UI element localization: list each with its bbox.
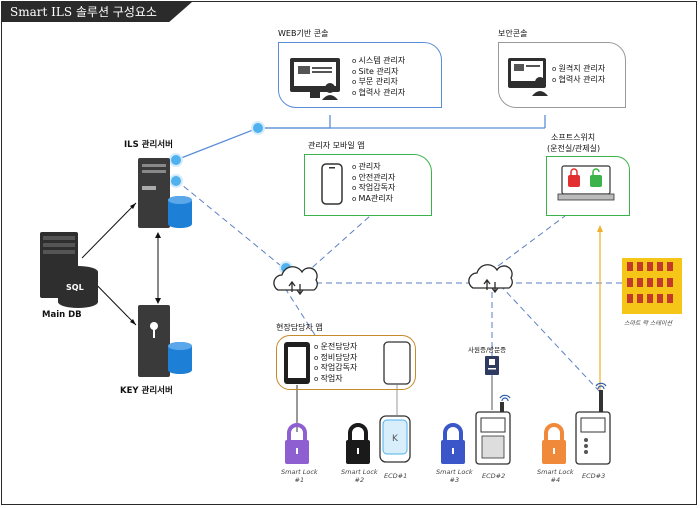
- ils-server-icon: [138, 158, 192, 228]
- ecd1-label: ECD#1: [384, 472, 408, 480]
- mobile-app-box: [304, 154, 432, 216]
- field-app-box: [276, 335, 416, 390]
- security-console-list: 원격지 관리자 협력사 관리자: [552, 64, 606, 86]
- field-app-item: 작업감독자: [314, 363, 358, 374]
- mobile-app-item: 작업감독자: [352, 183, 396, 194]
- web-console-item: 부문 관리자: [352, 77, 405, 88]
- security-console-label: 보안콘솔: [498, 29, 528, 38]
- software-switch-label: 소프트스위치: [551, 133, 596, 142]
- mobile-app-list: 관리자 안전관리자 작업감독자 MA관리자: [352, 162, 396, 205]
- key-server-label: KEY 관리서버: [120, 386, 173, 396]
- key-server-icon: [138, 305, 192, 377]
- field-app-label: 현장담당자 앱: [276, 323, 323, 332]
- security-console-box: [498, 42, 626, 108]
- svg-text:K: K: [392, 434, 399, 444]
- mobile-app-item: 안전관리자: [352, 173, 396, 184]
- main-db-icon: [40, 232, 98, 308]
- web-console-label: WEB기반 콘솔: [278, 29, 329, 38]
- cloud1-to-mobile-line: [304, 215, 371, 275]
- field-phone-outline-icon: [383, 341, 411, 385]
- mobile-app-item: 관리자: [352, 162, 395, 173]
- field-app-list: 운전담당자 정비담당자 작업감독자 작업자: [314, 342, 358, 385]
- db-to-ils-arrow: [81, 202, 137, 259]
- cloud2-icon: [468, 264, 513, 294]
- ils-to-cloud1-line: [175, 179, 287, 271]
- mobile-app-item: MA관리자: [352, 194, 395, 205]
- id-card-label: 사원증/방문증: [468, 346, 507, 354]
- cloud1-icon: [273, 266, 318, 296]
- software-switch-box: [546, 156, 630, 216]
- field-app-item: 작업자: [314, 374, 357, 385]
- smart-lock-1-icon: [285, 423, 309, 464]
- software-switch-icon: [557, 165, 615, 201]
- smart-lock-4-icon: [542, 423, 566, 464]
- cloud2-to-switch-line: [489, 215, 566, 273]
- ecd3-icon: [575, 382, 611, 465]
- field-app-item: 정비담당자: [314, 353, 358, 364]
- field-app-item: 운전담당자: [314, 342, 358, 353]
- smart-lock-3-label: Smart Lock#3: [436, 468, 473, 484]
- cloud2-to-ecd3-line: [499, 284, 601, 393]
- security-console-item: 협력사 관리자: [552, 75, 606, 86]
- smart-lock-2-icon: [346, 423, 370, 464]
- smart-lock-1-label: Smart Lock#1: [281, 468, 318, 484]
- software-switch-sublabel: (운전실/관제실): [547, 144, 601, 153]
- ils-server-label: ILS 관리서버: [124, 140, 173, 150]
- web-console-item: 협력사 관리자: [352, 88, 406, 99]
- smart-lock-rack-icon: [622, 258, 682, 314]
- ecd2-icon: [475, 394, 511, 465]
- web-console-item: 시스템 관리자: [352, 56, 406, 67]
- smart-lock-3-icon: [441, 423, 465, 464]
- security-console-item: 원격지 관리자: [552, 64, 606, 75]
- smart-lock-2-label: Smart Lock#2: [341, 468, 378, 484]
- admin-phone-icon: [321, 163, 343, 205]
- web-console-monitor-icon: [290, 58, 340, 100]
- main-db-label: Main DB: [42, 310, 82, 320]
- sql-label: SQL: [66, 283, 84, 292]
- security-console-monitor-icon: [508, 58, 548, 96]
- ecd3-label: ECD#3: [582, 472, 606, 480]
- ecd1-icon: K: [379, 415, 411, 463]
- smart-rack-label: 스마트 락 스테이션: [624, 320, 672, 327]
- web-console-box: [278, 42, 442, 108]
- diagram-title: Smart ILS 솔루션 구성요소: [2, 2, 192, 22]
- ecd2-label: ECD#2: [482, 472, 506, 480]
- mobile-app-label: 관리자 모바일 앱: [308, 141, 365, 150]
- web-console-item: Site 관리자: [352, 67, 405, 78]
- smart-lock-4-label: Smart Lock#4: [537, 468, 574, 484]
- id-card-icon: [485, 356, 499, 375]
- field-phone-icon: [284, 342, 310, 384]
- web-console-list: 시스템 관리자 Site 관리자 부문 관리자 협력사 관리자: [352, 56, 406, 99]
